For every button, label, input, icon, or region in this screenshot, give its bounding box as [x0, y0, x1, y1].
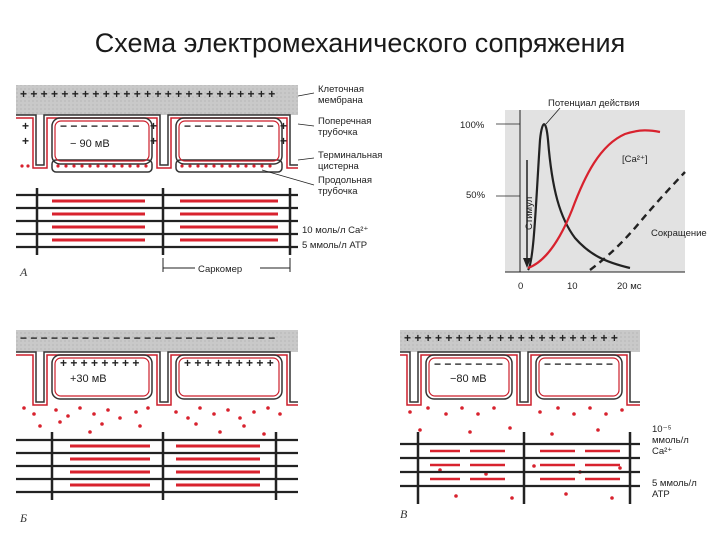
calcium-label: [Ca²⁺] [622, 154, 648, 165]
label-t-tubule-2: трубочка [318, 127, 358, 138]
label-ca-conc: 10 моль/л Ca²⁺ [302, 225, 368, 236]
voltage-label-b: +30 мВ [70, 373, 107, 385]
time-course-graph: 100% 50% 0 10 20 мс Стимул Потенциал дей… [460, 98, 707, 292]
panel-a-letter: А [19, 265, 28, 279]
svg-text:+ + + + + + + +: + + + + + + + + [60, 356, 139, 370]
x-tick-20: 20 мс [617, 281, 642, 292]
svg-text:+ + + + + + + + + + + + + + +: + + + + + + + + + + + + + + + + + + + + … [20, 87, 275, 101]
label-t-tubule-1: Поперечная [318, 116, 371, 127]
label-longitudinal-1: Продольная [318, 175, 372, 186]
svg-text:+: + [280, 119, 287, 133]
svg-text:+: + [150, 134, 157, 148]
svg-text:+ + + + + + + + + + + + + + +: + + + + + + + + + + + + + + + + + + + + … [404, 331, 618, 345]
svg-text:− − − − − − − − −: − − − − − − − − − [184, 119, 274, 133]
svg-text:− − − − − − −: − − − − − − − [434, 357, 503, 371]
action-potential-label: Потенциал действия [548, 98, 640, 109]
svg-text:+: + [22, 134, 29, 148]
myofilaments [16, 188, 298, 255]
svg-text:− − − − − − − − − − − − − − −: − − − − − − − − − − − − − − − − − − − − … [20, 331, 275, 345]
sarcomere-label: Саркомер [198, 264, 242, 275]
label-membrane-1: Клеточная [318, 84, 364, 95]
voltage-label-c: −80 мВ [450, 373, 487, 385]
x-tick-10: 10 [567, 281, 578, 292]
label-terminal-cistern-2: цистерна [318, 161, 360, 172]
label-ca-c-2: ммоль/л [652, 435, 689, 446]
y-tick-50: 50% [466, 190, 486, 201]
svg-text:+: + [22, 119, 29, 133]
label-atp-conc: 5 ммоль/л ATP [302, 240, 367, 251]
y-tick-100: 100% [460, 120, 485, 131]
panel-b: − − − − − − − − − − − − − − − − − − − − … [16, 330, 298, 525]
svg-text:− − − − − − −: − − − − − − − [544, 357, 613, 371]
svg-text:− − − − − − − −: − − − − − − − − [60, 119, 139, 133]
svg-text:+: + [150, 119, 157, 133]
label-ca-c-3: Ca²⁺ [652, 446, 672, 457]
panel-c-letter: В [400, 507, 408, 521]
x-tick-0: 0 [518, 281, 523, 292]
label-atp-c-2: ATP [652, 489, 670, 500]
svg-text:+ + + + + + + + +: + + + + + + + + + [184, 356, 274, 370]
label-terminal-cistern-1: Терминальная [318, 150, 382, 161]
contraction-label: Сокращение [651, 228, 707, 239]
panel-b-letter: Б [19, 511, 27, 525]
panel-c: + + + + + + + + + + + + + + + + + + + + … [400, 330, 697, 521]
svg-text:+: + [280, 134, 287, 148]
label-atp-c-1: 5 ммоль/л [652, 478, 697, 489]
stimulus-label: Стимул [524, 197, 535, 230]
panel-a: + + + + + + + + + + + + + + + + + + + + … [16, 84, 382, 279]
label-ca-c-1: 10⁻⁵ [652, 424, 672, 435]
label-membrane-2: мембрана [318, 95, 363, 106]
label-longitudinal-2: трубочка [318, 186, 358, 197]
voltage-label: − 90 мВ [70, 138, 110, 150]
